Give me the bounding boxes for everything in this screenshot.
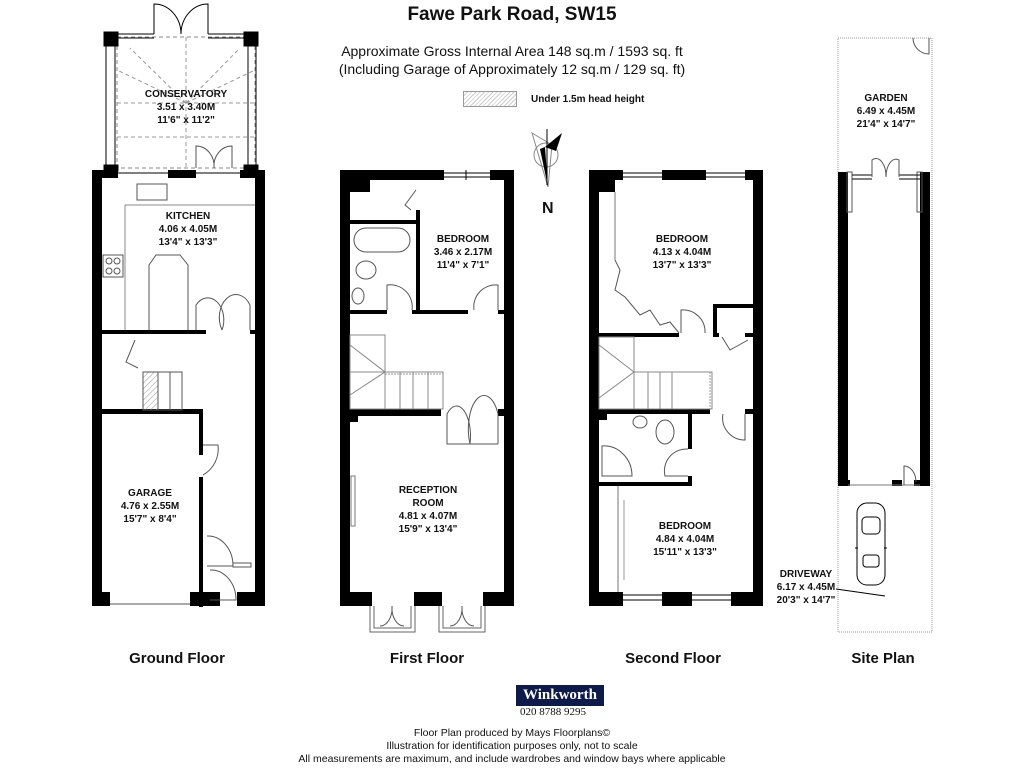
agent-phone: 020 8788 9295 <box>520 706 586 718</box>
room-metric: 6.17 x 4.45M <box>776 582 836 593</box>
room-name: DRIVEWAY <box>779 569 833 580</box>
room-metric: 4.06 x 4.05M <box>158 224 218 235</box>
hatch-swatch <box>463 91 517 107</box>
page-title: Fawe Park Road, SW15 <box>407 4 617 25</box>
room-metric: 6.49 x 4.45M <box>856 106 916 117</box>
room-imperial: 15'9" x 13'4" <box>398 524 458 535</box>
conservatory <box>103 3 259 172</box>
room-metric: 4.84 x 4.04M <box>655 534 715 545</box>
room-name-line2: ROOM <box>412 498 444 509</box>
room-imperial: 15'11" x 13'3" <box>653 547 717 558</box>
room-imperial: 13'7" x 13'3" <box>652 260 712 271</box>
room-imperial: 13'4" x 13'3" <box>158 237 218 248</box>
room-label-reception: RECEPTION ROOM 4.81 x 4.07M 15'9" x 13'4… <box>399 484 458 536</box>
room-metric: 3.51 x 3.40M <box>156 102 216 113</box>
agent-logo: Winkworth <box>516 685 604 706</box>
room-name: BEDROOM <box>655 234 709 245</box>
floor-label-ground: Ground Floor <box>129 650 225 667</box>
room-label-bedroom-first: BEDROOM 3.46 x 2.17M 11'4" x 7'1" <box>434 233 492 272</box>
room-label-bedroom-second-rear: BEDROOM 4.84 x 4.04M 15'11" x 13'3" <box>653 520 717 559</box>
room-label-garage: GARAGE 4.76 x 2.55M 15'7" x 8'4" <box>121 487 179 526</box>
footer-line-1: Floor Plan produced by Mays Floorplans© <box>413 727 611 739</box>
room-name: GARAGE <box>128 488 172 499</box>
floor-label-first: First Floor <box>389 650 465 667</box>
second-floor-plan <box>589 170 763 606</box>
legend: Under 1.5m head height <box>463 91 644 107</box>
room-label-driveway: DRIVEWAY 6.17 x 4.45M 20'3" x 14'7" <box>777 568 836 607</box>
first-floor-walls <box>340 170 514 606</box>
room-name: GARDEN <box>864 93 908 104</box>
site-plan <box>835 37 933 633</box>
first-floor-plan <box>340 170 514 633</box>
footer-line-3: All measurements are maximum, and includ… <box>298 753 726 765</box>
room-name: KITCHEN <box>165 211 211 222</box>
room-name: RECEPTION <box>398 485 458 496</box>
room-label-garden: GARDEN 6.49 x 4.45M 21'4" x 14'7" <box>857 92 916 131</box>
garage-area-line: (Including Garage of Approximately 12 sq… <box>338 61 686 77</box>
legend-label: Under 1.5m head height <box>531 93 645 105</box>
floor-label-second: Second Floor <box>625 650 721 667</box>
room-metric: 3.46 x 2.17M <box>433 247 493 258</box>
room-name: CONSERVATORY <box>144 89 228 100</box>
room-imperial: 11'4" x 7'1" <box>436 260 490 271</box>
room-label-bedroom-second-front: BEDROOM 4.13 x 4.04M 13'7" x 13'3" <box>653 233 712 272</box>
gross-area-line: Approximate Gross Internal Area 148 sq.m… <box>341 43 683 59</box>
ground-floor-plan <box>92 3 265 607</box>
room-label-conservatory: CONSERVATORY 3.51 x 3.40M 11'6" x 11'2" <box>145 88 227 127</box>
room-name: BEDROOM <box>658 521 712 532</box>
second-floor-walls <box>589 170 763 606</box>
floor-label-site: Site Plan <box>851 650 915 667</box>
room-imperial: 20'3" x 14'7" <box>776 595 836 606</box>
room-imperial: 21'4" x 14'7" <box>856 119 916 130</box>
room-metric: 4.81 x 4.07M <box>398 511 458 522</box>
footer-line-2: Illustration for identification purposes… <box>386 740 638 752</box>
room-metric: 4.13 x 4.04M <box>652 247 712 258</box>
north-label: N <box>542 200 554 217</box>
car-icon <box>855 502 887 586</box>
room-imperial: 11'6" x 11'2" <box>157 115 215 126</box>
room-label-kitchen: KITCHEN 4.06 x 4.05M 13'4" x 13'3" <box>159 210 218 249</box>
room-name: BEDROOM <box>436 234 490 245</box>
room-imperial: 15'7" x 8'4" <box>123 514 177 525</box>
room-metric: 4.76 x 2.55M <box>120 501 180 512</box>
north-arrow-icon <box>531 129 562 188</box>
ground-walls <box>92 170 265 607</box>
